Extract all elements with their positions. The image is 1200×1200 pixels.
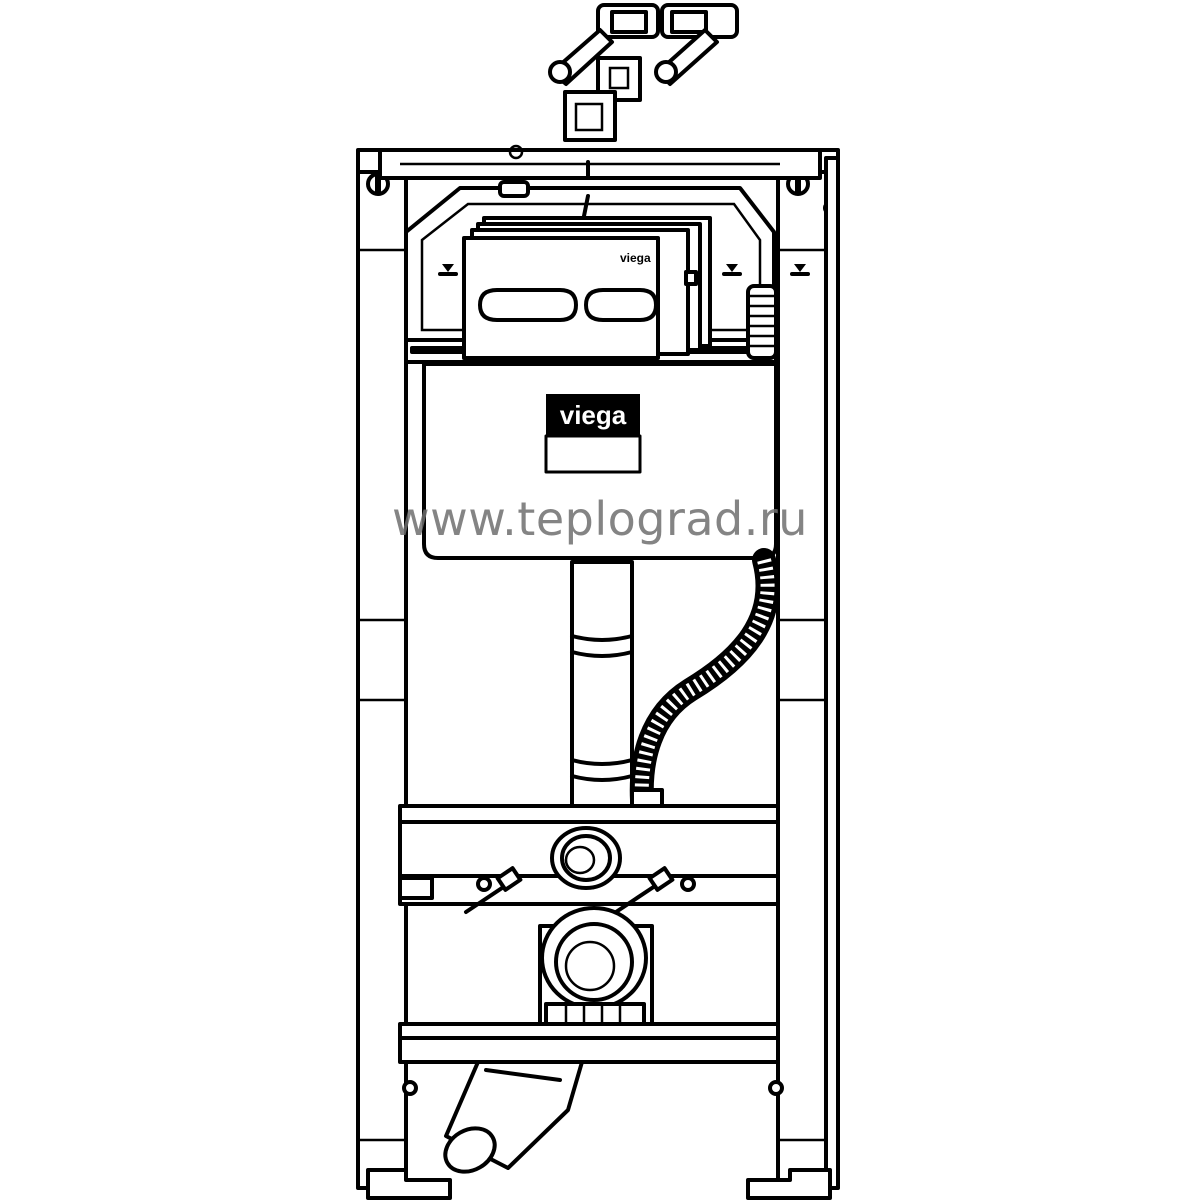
watermark-text: www.teplograd.ru xyxy=(392,492,808,546)
corrugated-hose xyxy=(629,548,780,812)
plate-brand-text: viega xyxy=(620,251,651,265)
waste-outlet xyxy=(538,906,654,1034)
middle-crossbar xyxy=(398,804,780,906)
triangle-down-icon xyxy=(442,264,454,272)
cistern-tank: viega xyxy=(404,362,778,560)
top-crossbar xyxy=(378,144,822,180)
drain-pipe xyxy=(443,1060,584,1174)
triangle-down-icon xyxy=(794,264,806,272)
viega-logo-badge xyxy=(546,394,640,436)
lower-crossbar xyxy=(398,1022,780,1064)
viega-logo-text: viega xyxy=(560,400,627,430)
threaded-rods xyxy=(464,866,675,914)
wall-mounting-brackets xyxy=(548,3,739,142)
flush-plate: viega xyxy=(462,216,712,360)
corrugated-hose-top xyxy=(746,284,778,360)
triangle-down-icon xyxy=(726,264,738,272)
level-markers xyxy=(438,264,810,276)
flush-pipe xyxy=(570,560,634,808)
